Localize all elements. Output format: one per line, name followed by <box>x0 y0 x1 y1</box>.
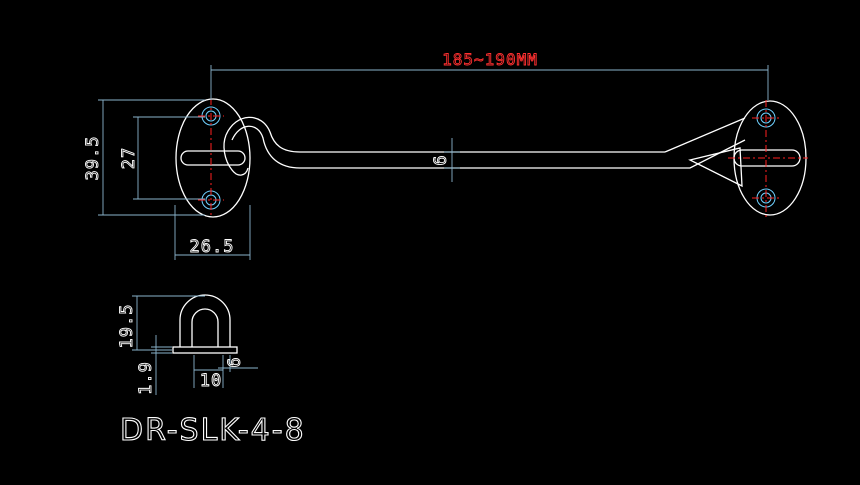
staple-side-view: 19.5 1.9 10 6 <box>117 294 258 395</box>
hole-spacing-label: 27 <box>119 147 139 169</box>
hole-spacing-dimension: 27 <box>119 116 205 200</box>
plate-height-label: 39.5 <box>83 136 103 181</box>
right-mount-plate <box>728 100 808 218</box>
plate-width-dimension: 26.5 <box>174 205 251 260</box>
overall-length-label: 185~190MM <box>442 50 538 69</box>
rod-diameter-label: 6 <box>431 154 451 165</box>
left-mount-plate <box>175 98 251 218</box>
rod-diameter-dimension: 6 <box>431 138 460 182</box>
staple-base <box>172 346 238 354</box>
hook-rod <box>223 116 746 188</box>
hook-rod-bottom-edge <box>231 125 665 169</box>
staple-thickness-label: 1.9 <box>136 361 156 395</box>
staple-span-label: 10 <box>200 371 222 391</box>
hook-tip <box>688 147 743 188</box>
model-code: DR-SLK-4-8 <box>120 413 306 448</box>
staple-inner-arc <box>191 308 219 347</box>
left-plate-outline <box>175 98 251 218</box>
overall-length-dimension: 185~190MM <box>210 50 769 100</box>
hook-rod-top-edge <box>225 116 665 153</box>
plate-height-dimension: 39.5 <box>83 99 205 216</box>
staple-outer-arc <box>179 294 231 347</box>
left-eye-slot <box>180 150 246 166</box>
staple-rod-label: 6 <box>225 356 245 367</box>
right-eye-slot <box>733 149 801 167</box>
staple-height-label: 19.5 <box>117 304 137 349</box>
plate-width-label: 26.5 <box>190 237 235 257</box>
